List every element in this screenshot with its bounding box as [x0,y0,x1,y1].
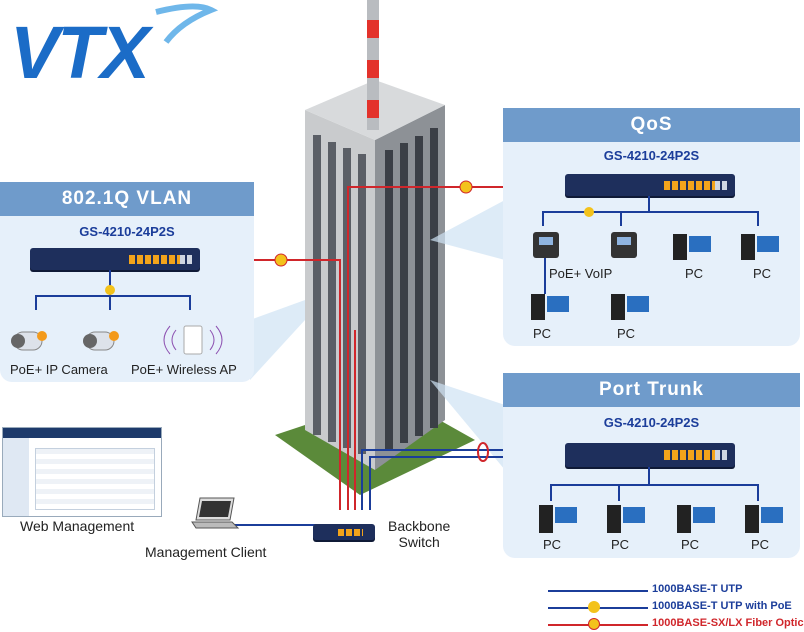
logo-swoosh [155,3,219,44]
qos-panel-title: QoS [503,108,800,142]
qos-panel: QoS GS-4210-24P2S PoE+ VoIP PC PC PC PC [503,108,800,346]
vlan-devices [11,325,223,355]
voip-phone-icon [611,232,637,258]
building-windows-right [385,128,438,450]
trunk-panel: Port Trunk GS-4210-24P2S PC PC PC PC [503,373,800,558]
trunk-pc-label: PC [543,537,562,552]
backbone-line2: Switch [398,534,440,550]
poe-badge-icon [588,601,600,613]
logo-text: VTX [10,11,150,94]
qos-pc-label: PC [753,266,772,281]
vlan-poe-links [35,270,191,310]
qos-pc-label: PC [685,266,704,281]
pc-icon [611,294,649,320]
backbone-switch [313,524,375,540]
qos-pc-label: PC [533,326,552,341]
pc-icon [673,234,711,260]
ap-label: PoE+ Wireless AP [131,362,237,377]
fiber-badges [274,180,473,267]
trunk-marker [477,442,489,462]
trunk-switch-model: GS-4210-24P2S [603,415,700,430]
trunk-panel-title: Port Trunk [503,373,800,407]
pc-icon [539,505,577,533]
camera-label: PoE+ IP Camera [10,362,108,377]
legend-fiber: 1000BASE-SX/LX Fiber Optic [652,617,804,629]
vlan-panel-title: 802.1Q VLAN [0,182,254,216]
trunk-devices [539,505,783,533]
ip-camera-icon [83,331,119,351]
voip-phone-icon [533,232,559,258]
legend-utp: 1000BASE-T UTP [652,583,743,595]
qos-devices [531,232,779,320]
trunk-links [550,467,759,501]
qos-links [542,196,759,226]
web-management-label: Web Management [20,518,135,534]
voip-label: PoE+ VoIP [549,266,613,281]
legend-poe: 1000BASE-T UTP with PoE [652,600,792,612]
pc-icon [741,234,779,260]
fiber-badge-icon [588,618,600,630]
qos-pc-label: PC [617,326,636,341]
backbone-line1: Backbone [388,518,451,534]
pc-icon [677,505,715,533]
vlan-panel: 802.1Q VLAN GS-4210-24P2S PoE+ IP Camera… [0,182,254,382]
vlan-switch-model: GS-4210-24P2S [79,224,175,239]
pc-icon [531,294,569,320]
trunk-pc-label: PC [681,537,700,552]
web-management-screenshot [2,427,162,517]
legend-utp-line [548,590,648,592]
laptop-icon [191,497,240,529]
trunk-pc-label: PC [611,537,630,552]
ip-camera-icon [11,331,47,351]
backbone-switch-label: Backbone Switch [388,518,450,550]
qos-switch-model: GS-4210-24P2S [603,148,700,163]
pc-icon [607,505,645,533]
trunk-pc-label: PC [751,537,770,552]
wireless-ap-icon [163,325,223,355]
pc-icon [745,505,783,533]
vtx-logo: VTX [6,2,219,112]
management-client-label: Management Client [145,544,267,560]
qos-switch [565,174,735,196]
vlan-switch [30,248,200,270]
trunk-switch [565,443,735,467]
